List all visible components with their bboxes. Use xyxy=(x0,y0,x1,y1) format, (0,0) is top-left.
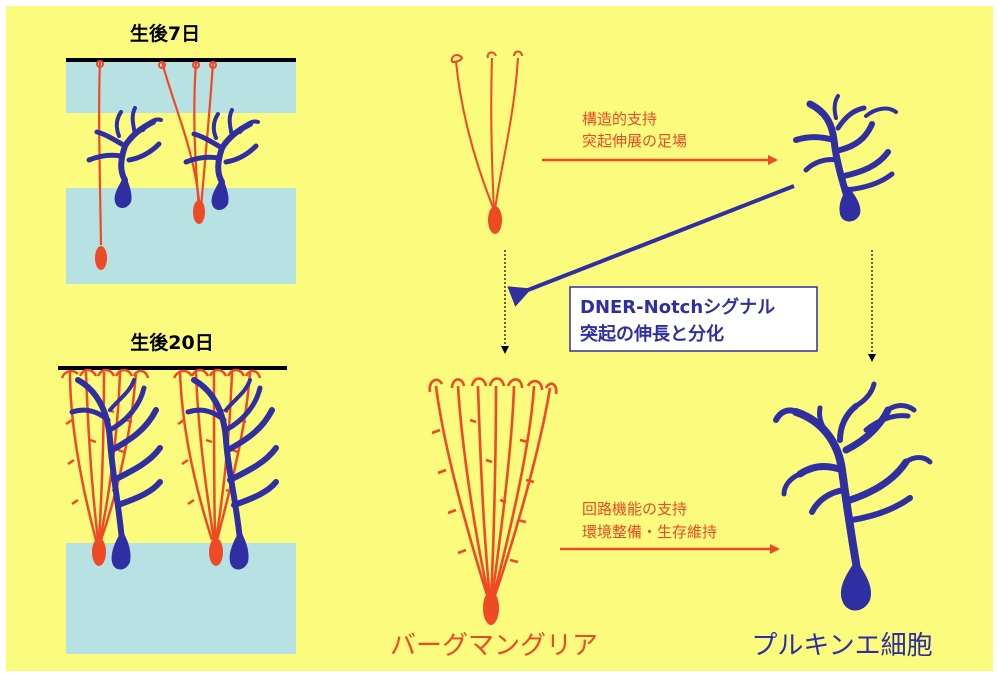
p20-granular-layer-band xyxy=(66,543,296,654)
signal-box-line1: DNER-Notchシグナル xyxy=(580,296,775,318)
purkinje-immature-soma xyxy=(839,186,861,222)
p20-purkinje-left xyxy=(69,377,163,543)
glia-mature xyxy=(428,377,558,599)
purkinje-caption: プルキンエ細胞 xyxy=(751,631,932,661)
purkinje-mature xyxy=(773,381,933,579)
p20-title: 生後20日 xyxy=(130,331,213,354)
purkinje-mature-soma xyxy=(840,560,872,611)
p7-title: 生後7日 xyxy=(130,22,200,45)
purkinje-immature xyxy=(793,94,898,204)
p7-glia-soma-2 xyxy=(193,200,205,224)
p20-purkinje-right xyxy=(185,377,279,543)
arrow-purkinje-to-glia-signal xyxy=(507,184,795,307)
signal-box: DNER-Notchシグナル 突起の伸長と分化 xyxy=(569,286,818,352)
p7-granular-layer-band xyxy=(66,188,296,284)
p20-panel: 生後20日 xyxy=(58,331,296,654)
p7-panel: 生後7日 xyxy=(66,22,296,284)
arrow-bottom-label-line2: 環境整備・生存維持 xyxy=(582,523,717,541)
glia-immature-soma xyxy=(488,206,502,234)
p7-molecular-layer-band xyxy=(66,60,296,113)
p7-glia-soma-1 xyxy=(95,246,107,270)
arrow-top-label-line1: 構造的支持 xyxy=(582,110,657,128)
glia-caption: バーグマングリア xyxy=(390,631,598,661)
glia-mature-soma xyxy=(483,591,499,625)
signal-box-line2: 突起の伸長と分化 xyxy=(580,323,724,345)
arrow-bottom-label-line1: 回路機能の支持 xyxy=(582,500,687,518)
arrow-top-label-line2: 突起伸展の足場 xyxy=(582,132,687,150)
p7-glia-fibers xyxy=(98,61,215,246)
glia-immature xyxy=(450,50,523,211)
